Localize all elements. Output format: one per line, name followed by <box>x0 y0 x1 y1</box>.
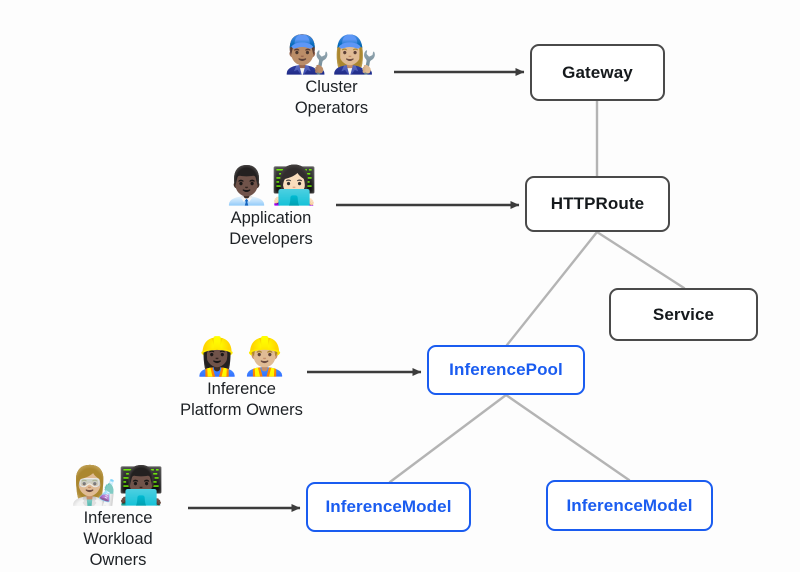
actor-cluster-operators-label-line2: Operators <box>294 98 369 117</box>
node-gateway[interactable]: Gateway <box>530 44 665 101</box>
node-service[interactable]: Service <box>609 288 758 341</box>
edge-inferencepool-model1 <box>388 393 508 484</box>
edge-httproute-service <box>595 230 686 290</box>
node-service-label: Service <box>652 304 715 324</box>
node-inferencepool[interactable]: InferencePool <box>427 345 585 395</box>
actor-inference-platform-owners-label-line1: Inference <box>207 379 276 398</box>
actor-inference-workload-owners-label-line1: Inference <box>83 508 153 527</box>
node-gateway-label: Gateway <box>562 62 633 82</box>
actor-inference-platform-owners-label-line2: Platform Owners <box>180 400 303 419</box>
office-worker-technologist-pair-icon: 👨🏿‍💼👩🏻‍💻 <box>223 164 319 207</box>
node-inferencemodel-2-label: InferenceModel <box>566 495 693 515</box>
node-inferencepool-label: InferencePool <box>449 360 563 379</box>
node-httproute-label: HTTPRoute <box>550 194 645 213</box>
actor-application-developers: 👨🏿‍💼👩🏻‍💻 Application Developers <box>206 166 336 250</box>
actor-inference-platform-owners: 👷🏿‍♀️👷🏼‍♂️ Inference Platform Owners <box>175 337 308 421</box>
actor-application-developers-label: Application Developers <box>229 208 312 250</box>
actor-cluster-operators: 👨🏽‍🔧👩🏼‍🔧 Cluster Operators <box>269 35 394 119</box>
actor-arrows <box>188 68 525 512</box>
actor-application-developers-label-line1: Application <box>230 208 312 227</box>
node-inferencemodel-1-label: InferenceModel <box>325 497 452 516</box>
actor-cluster-operators-label: Cluster Operators <box>295 77 368 119</box>
actor-application-developers-label-line2: Developers <box>229 229 313 248</box>
construction-worker-pair-icon: 👷🏿‍♀️👷🏼‍♂️ <box>194 335 289 378</box>
actor-inference-workload-owners: 👩🏼‍🔬👨🏿‍💻 Inference Workload Owners <box>56 466 180 570</box>
edge-httproute-inferencepool <box>505 230 599 347</box>
edge-inferencepool-model2 <box>504 393 631 482</box>
mechanic-pair-icon: 👨🏽‍🔧👩🏼‍🔧 <box>284 33 379 76</box>
node-inferencemodel-2[interactable]: InferenceModel <box>546 480 713 531</box>
node-inferencemodel-1[interactable]: InferenceModel <box>306 482 471 532</box>
scientist-technologist-pair-icon: 👩🏼‍🔬👨🏿‍💻 <box>70 464 166 507</box>
node-httproute[interactable]: HTTPRoute <box>525 176 670 232</box>
actor-inference-workload-owners-label-line2: Workload Owners <box>83 529 153 569</box>
actor-cluster-operators-label-line1: Cluster <box>305 77 358 96</box>
actor-inference-workload-owners-label: Inference Workload Owners <box>56 508 180 570</box>
actor-inference-platform-owners-label: Inference Platform Owners <box>180 379 303 421</box>
